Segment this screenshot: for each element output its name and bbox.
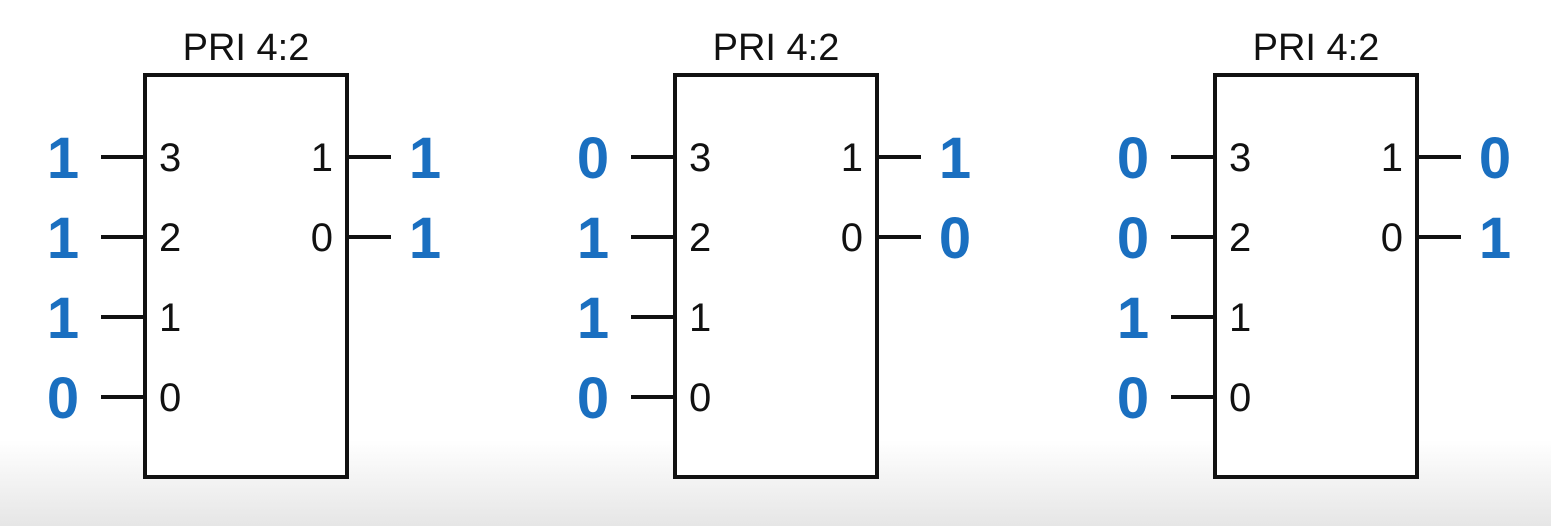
input-bit-value: 0: [1117, 126, 1149, 191]
input-pin-label: 3: [1229, 136, 1251, 180]
input-bit-value: 0: [577, 126, 609, 191]
input-pin-label: 3: [689, 136, 711, 180]
output-pin-label: 0: [1381, 216, 1403, 260]
input-bit-value: 1: [47, 126, 79, 191]
input-pin-label: 1: [1229, 296, 1251, 340]
encoder-block-3: PRI 4:2 3 0 2 0 1 1 0 0 1 0 0 1: [1117, 27, 1511, 479]
output-bit-value: 0: [1479, 126, 1511, 191]
encoder-box: [143, 73, 349, 479]
output-pin-label: 1: [1381, 136, 1403, 180]
input-pin-label: 2: [689, 216, 711, 260]
encoder-box: [673, 73, 879, 479]
encoder-box: [1213, 73, 1419, 479]
output-pin-label: 0: [841, 216, 863, 260]
input-pin-label: 0: [689, 376, 711, 420]
output-pin-label: 1: [311, 136, 333, 180]
input-bit-value: 1: [1117, 286, 1149, 351]
output-bit-value: 1: [409, 206, 441, 271]
input-pin-label: 2: [159, 216, 181, 260]
input-bit-value: 0: [1117, 206, 1149, 271]
input-bit-value: 1: [577, 286, 609, 351]
input-bit-value: 0: [47, 366, 79, 431]
input-pin-label: 0: [159, 376, 181, 420]
input-pin-label: 0: [1229, 376, 1251, 420]
input-pin-label: 3: [159, 136, 181, 180]
input-bit-value: 1: [577, 206, 609, 271]
input-bit-value: 1: [47, 206, 79, 271]
output-bit-value: 1: [939, 126, 971, 191]
input-bit-value: 0: [577, 366, 609, 431]
input-pin-label: 1: [689, 296, 711, 340]
encoder-title: PRI 4:2: [713, 27, 840, 69]
encoder-block-1: PRI 4:2 3 1 2 1 1 1 0 0 1 1 0 1: [47, 27, 441, 479]
output-pin-label: 0: [311, 216, 333, 260]
output-pin-label: 1: [841, 136, 863, 180]
input-pin-label: 2: [1229, 216, 1251, 260]
output-bit-value: 0: [939, 206, 971, 271]
encoder-title: PRI 4:2: [183, 27, 310, 69]
output-bit-value: 1: [409, 126, 441, 191]
encoder-title: PRI 4:2: [1253, 27, 1380, 69]
input-pin-label: 1: [159, 296, 181, 340]
output-bit-value: 1: [1479, 206, 1511, 271]
input-bit-value: 1: [47, 286, 79, 351]
input-bit-value: 0: [1117, 366, 1149, 431]
encoder-block-2: PRI 4:2 3 0 2 1 1 1 0 0 1 1 0 0: [577, 27, 971, 479]
